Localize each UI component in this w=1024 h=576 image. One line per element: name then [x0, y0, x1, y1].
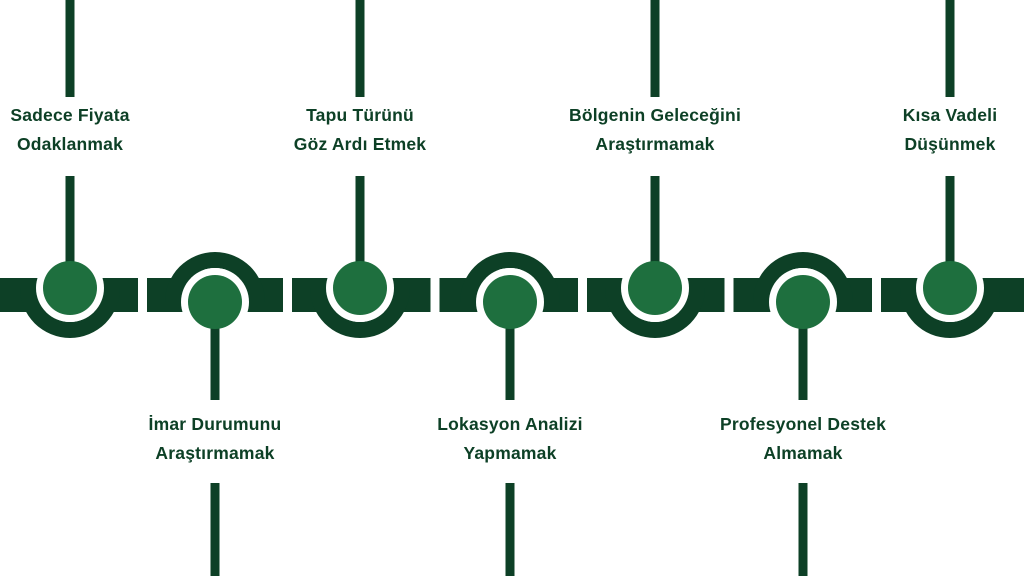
connector-line-label-to-node — [650, 176, 660, 288]
connector-line-top-edge — [355, 0, 365, 97]
connector-line-label-to-node — [355, 176, 365, 288]
label-line: Profesyonel Destek — [719, 414, 887, 434]
label-line: Araştırmamak — [155, 443, 275, 463]
timeline-node-circle — [776, 275, 830, 329]
label-line: Lokasyon Analizi — [437, 414, 583, 434]
label-line: İmar Durumunu — [148, 414, 282, 434]
connector-line-label-to-node — [945, 176, 955, 288]
timeline-label-lokasyon-analizi: Lokasyon Analizi Yapmamak — [400, 410, 620, 468]
node-ring-arc — [20, 288, 120, 338]
connector-line-node-to-label — [210, 302, 220, 400]
label-line: Tapu Türünü — [306, 105, 414, 125]
timeline-node-circle — [628, 261, 682, 315]
timeline-node-circle — [333, 261, 387, 315]
label-line: Odaklanmak — [16, 134, 124, 154]
timeline-label-imar-durumunu: İmar Durumunu Araştırmamak — [105, 410, 325, 468]
label-line: Almamak — [763, 443, 843, 463]
label-line: Düşünmek — [904, 134, 996, 154]
timeline-label-kisa-vadeli: Kısa Vadeli Düşünmek — [840, 101, 1024, 159]
timeline-node-circle — [923, 261, 977, 315]
timeline-node-circle — [188, 275, 242, 329]
connector-line-top-edge — [650, 0, 660, 97]
label-line: Sadece Fiyata — [10, 105, 130, 125]
label-line: Araştırmamak — [595, 134, 715, 154]
node-ring-arc — [605, 288, 705, 338]
connector-line-bottom-edge — [505, 483, 515, 576]
label-line: Kısa Vadeli — [902, 105, 998, 125]
timeline-label-profesyonel-destek: Profesyonel Destek Almamak — [693, 410, 913, 468]
label-line: Bölgenin Geleceğini — [568, 105, 742, 125]
node-ring-arc — [753, 252, 853, 302]
connector-line-bottom-edge — [798, 483, 808, 576]
node-ring-arc — [900, 288, 1000, 338]
node-ring-arc — [460, 252, 560, 302]
connector-line-label-to-node — [65, 176, 75, 288]
timeline-node-circle — [483, 275, 537, 329]
connector-line-top-edge — [65, 0, 75, 97]
connector-line-node-to-label — [505, 302, 515, 400]
label-line: Yapmamak — [463, 443, 557, 463]
connector-line-top-edge — [945, 0, 955, 97]
timeline-label-sadece-fiyata: Sadece Fiyata Odaklanmak — [0, 101, 180, 159]
node-ring-arc — [165, 252, 265, 302]
timeline-node-circle — [43, 261, 97, 315]
label-line: Göz Ardı Etmek — [293, 134, 427, 154]
node-ring-arc — [310, 288, 410, 338]
timeline-label-tapu-turunu: Tapu Türünü Göz Ardı Etmek — [250, 101, 470, 159]
timeline-label-bolgenin-gelecegini: Bölgenin Geleceğini Araştırmamak — [545, 101, 765, 159]
connector-line-bottom-edge — [210, 483, 220, 576]
connector-line-node-to-label — [798, 302, 808, 400]
